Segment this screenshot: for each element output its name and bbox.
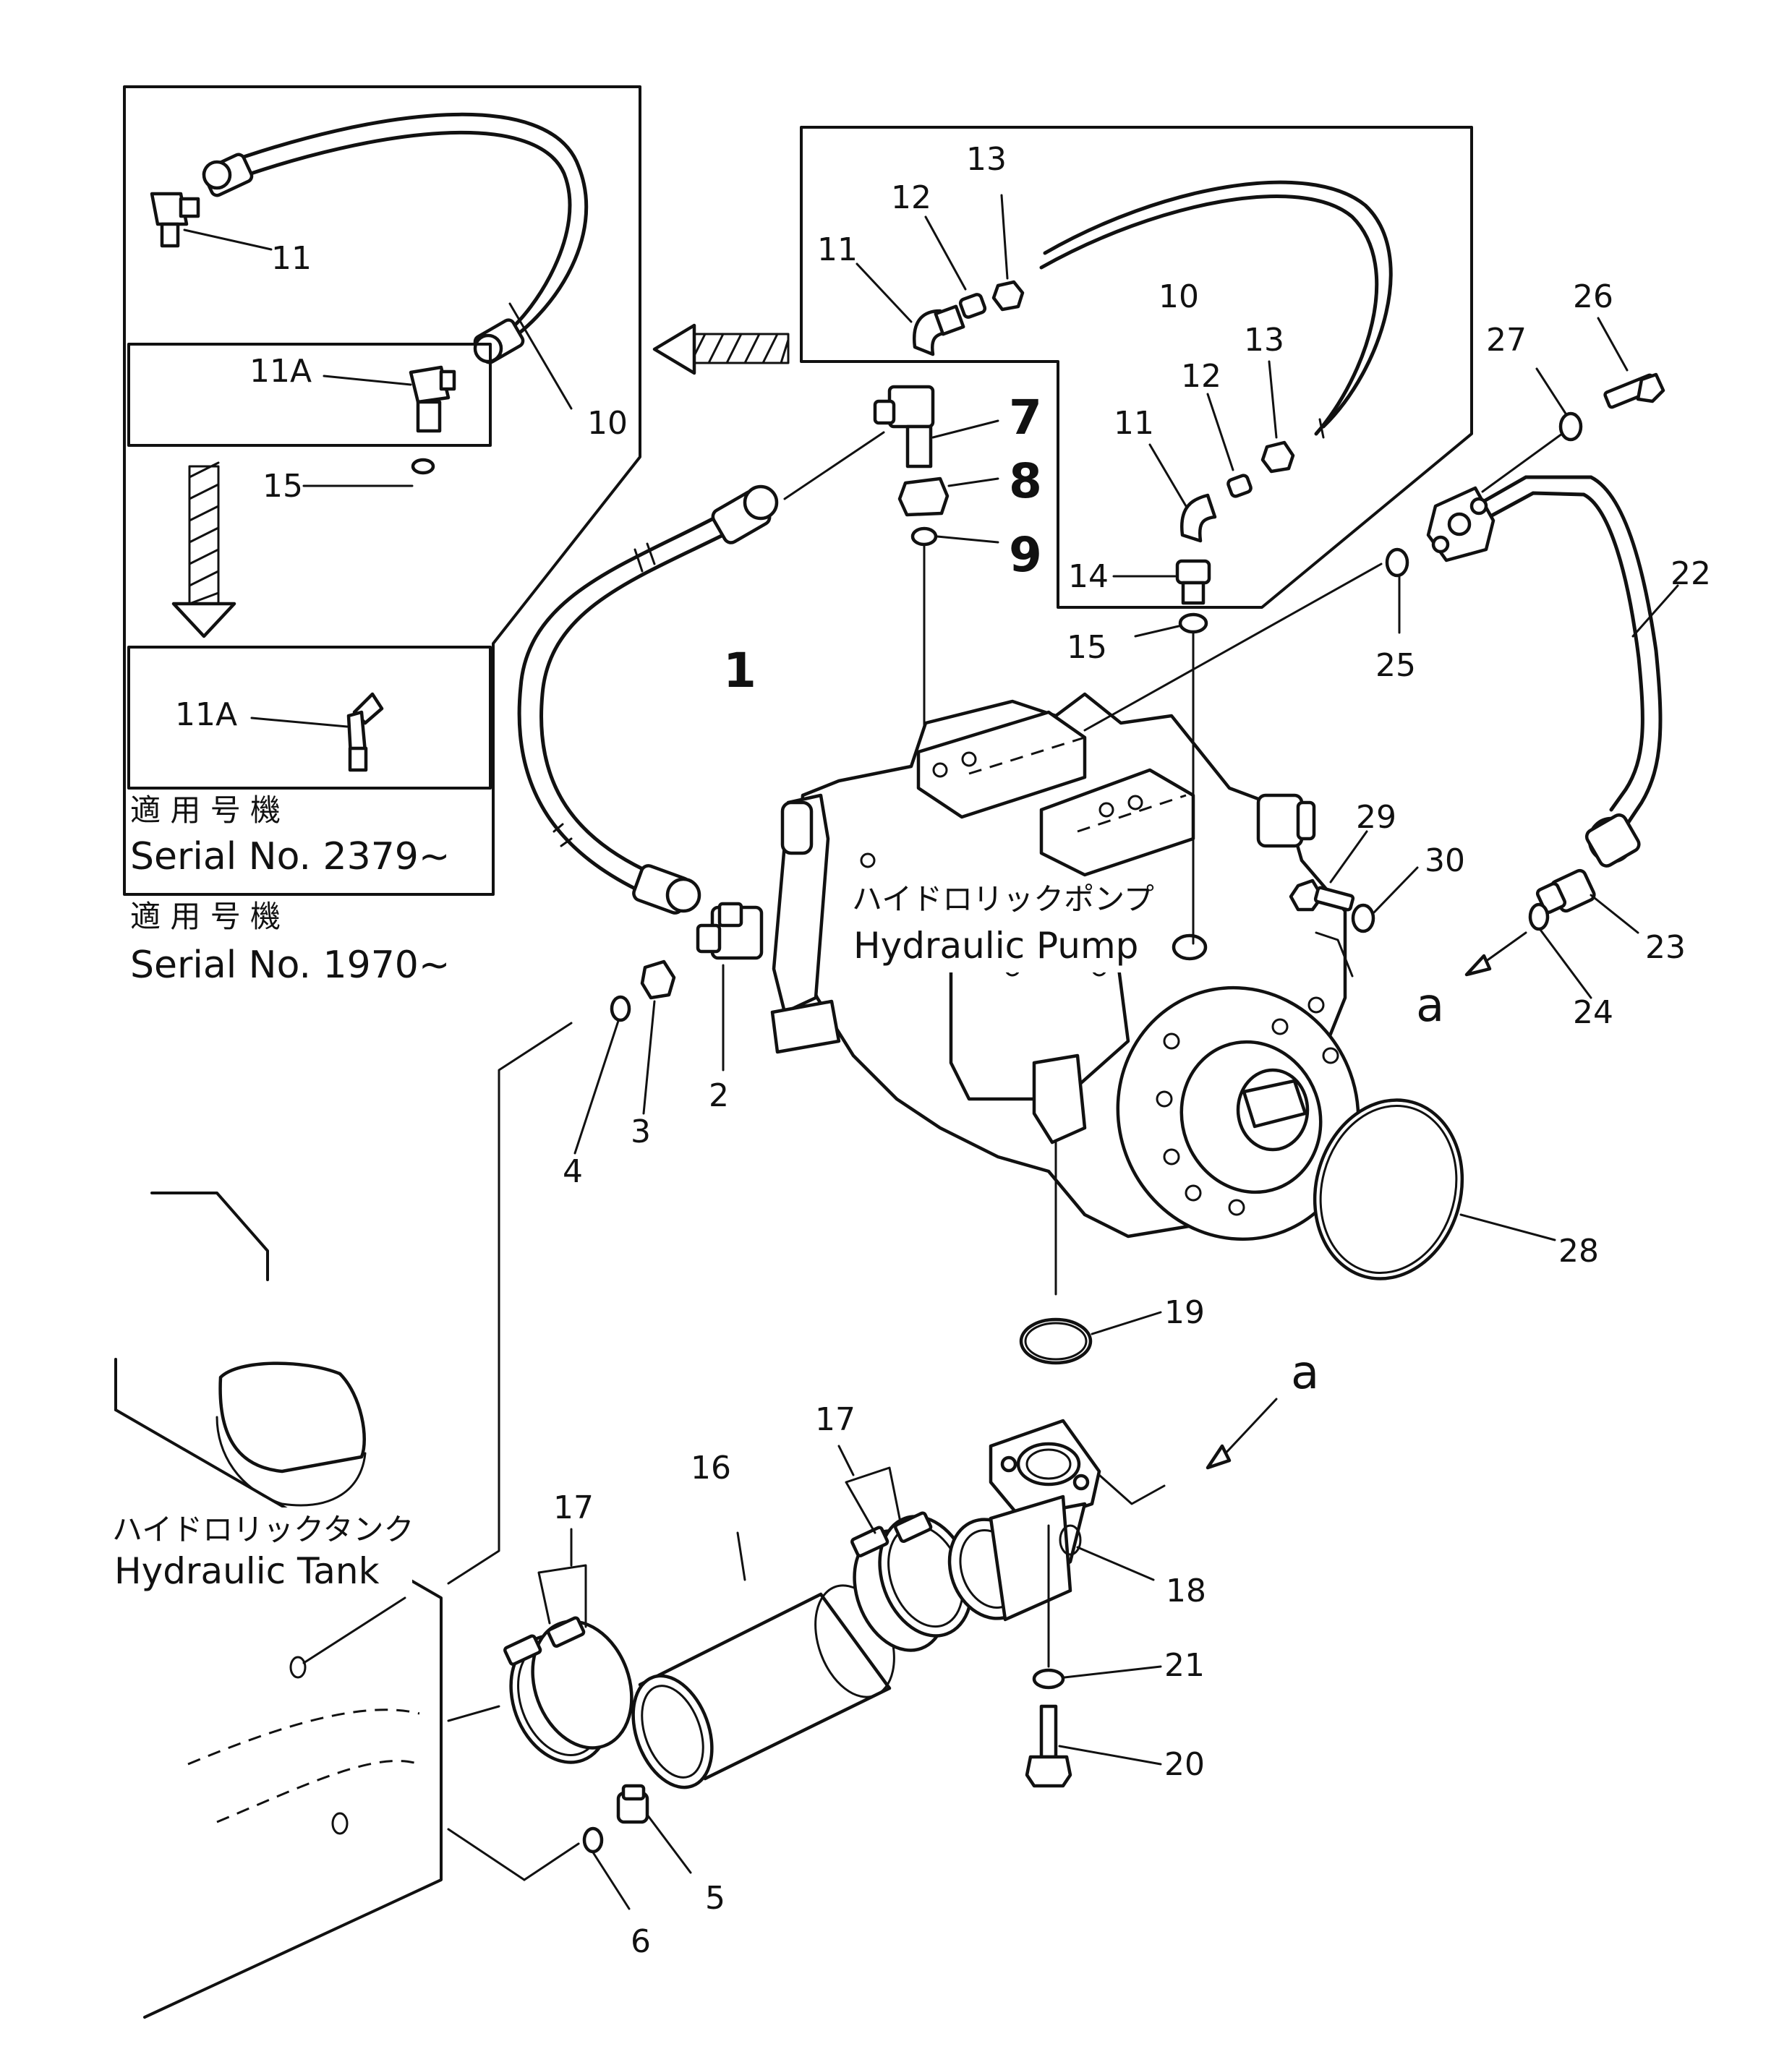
plug-5 (616, 1784, 692, 1874)
bolt-26 (1597, 317, 1665, 409)
callout-2: 2 (709, 1077, 729, 1114)
nut-3 (640, 959, 676, 1115)
pump-label-jp: ハイドロリックポンプ (852, 881, 1154, 917)
fitting-23 (1535, 868, 1639, 934)
callout-15-left: 15 (263, 468, 303, 505)
oring-6 (523, 1826, 631, 1910)
clamp-17-right (837, 1445, 973, 1652)
callout-17-right: 17 (815, 1401, 856, 1438)
oring-19 (1019, 1311, 1162, 1365)
tank-label-bg (108, 1507, 412, 1594)
callout-29: 29 (1356, 799, 1396, 836)
tank-label-en: Hydraulic Tank (114, 1550, 380, 1592)
serial-label-2: Serial No. 1970~ (130, 944, 450, 987)
callout-7: 7 (1009, 390, 1042, 445)
oring-28 (1313, 1098, 1556, 1280)
callout-5: 5 (705, 1880, 725, 1917)
callout-13-mid: 13 (1244, 322, 1284, 359)
callout-19: 19 (1164, 1294, 1205, 1331)
elbow-fitting-7 (783, 385, 999, 500)
bolt-29 (1289, 830, 1368, 912)
callout-26: 26 (1573, 278, 1613, 315)
callout-12-top: 12 (891, 179, 931, 216)
callout-13-top: 13 (966, 141, 1007, 178)
hose-1 (517, 484, 779, 915)
callout-23: 23 (1645, 929, 1686, 966)
oring-15-right (1134, 612, 1208, 945)
callout-18: 18 (1166, 1573, 1206, 1609)
callout-8: 8 (1009, 453, 1042, 509)
suction-elbow-18 (947, 1419, 1166, 1622)
tank-label-jp: ハイドロリックタンク (112, 1512, 414, 1547)
bolt-20 (1025, 1704, 1162, 1788)
inset-panel-right (800, 126, 1473, 609)
serial-label-1: Serial No. 2379~ (130, 835, 450, 878)
callout-15-right: 15 (1067, 629, 1107, 666)
callout-16: 16 (691, 1450, 731, 1487)
inset-box-11a-lower (127, 646, 492, 790)
pump-label-en: Hydraulic Pump (853, 925, 1138, 967)
callout-20: 20 (1164, 1746, 1205, 1783)
callout-labels: 1 2 3 4 5 6 7 8 9 10 10 11 11A 11A 11 11… (175, 141, 1711, 1960)
oring-24 (1528, 902, 1592, 999)
callout-22: 22 (1671, 555, 1711, 592)
inset-panel-left (123, 85, 641, 896)
applicable-label-1: 適 用 号 機 (130, 792, 281, 828)
callout-1: 1 (723, 643, 756, 698)
view-letter-a-upper: a (1416, 979, 1444, 1032)
suction-hose-16 (631, 1531, 895, 1789)
callout-21: 21 (1164, 1647, 1205, 1684)
inset-box-11a-upper (127, 343, 492, 487)
view-letter-a-lower: a (1291, 1346, 1319, 1400)
leader-4-tank (447, 1022, 573, 1585)
callout-9: 9 (1009, 527, 1042, 583)
callout-11a-lower: 11A (175, 696, 237, 733)
view-arrow-a-lower (1206, 1398, 1278, 1470)
pump-label-bg (850, 878, 1168, 972)
hydraulic-tank (114, 1192, 526, 2019)
elbow-fitting-2 (696, 902, 764, 1072)
washer-27 (1481, 367, 1583, 493)
hydraulic-pump (770, 692, 1360, 1296)
callout-12-mid: 12 (1181, 358, 1221, 395)
callout-28: 28 (1558, 1233, 1599, 1270)
callout-14: 14 (1068, 558, 1109, 595)
callout-30: 30 (1425, 842, 1465, 879)
hatched-arrow-down (171, 461, 236, 638)
callout-3: 3 (631, 1113, 651, 1150)
callout-6: 6 (631, 1923, 651, 1960)
leader-pump-25 (1083, 563, 1383, 732)
callout-27: 27 (1486, 322, 1527, 359)
callout-17-left: 17 (553, 1489, 594, 1526)
nut-8 (897, 476, 999, 517)
callout-25: 25 (1375, 647, 1416, 684)
callout-11-left: 11 (271, 240, 312, 277)
washer-21 (1032, 1524, 1162, 1690)
pipe-22 (1426, 475, 1679, 868)
hatched-arrow-left (652, 323, 790, 375)
callout-4: 4 (563, 1153, 583, 1190)
callout-10-left: 10 (587, 405, 628, 442)
applicable-label-2: 適 用 号 機 (130, 899, 281, 934)
oring-25 (1385, 547, 1409, 634)
washer-30 (1351, 866, 1419, 933)
view-arrow-a-upper (1464, 931, 1527, 977)
callout-24: 24 (1573, 994, 1613, 1031)
callout-11-top: 11 (817, 231, 858, 268)
callout-11a-upper: 11A (249, 353, 312, 390)
oring-4 (573, 995, 631, 1155)
callout-10-right: 10 (1159, 278, 1199, 315)
callout-11-mid: 11 (1114, 405, 1154, 442)
clamp-17-left (503, 1528, 633, 1764)
